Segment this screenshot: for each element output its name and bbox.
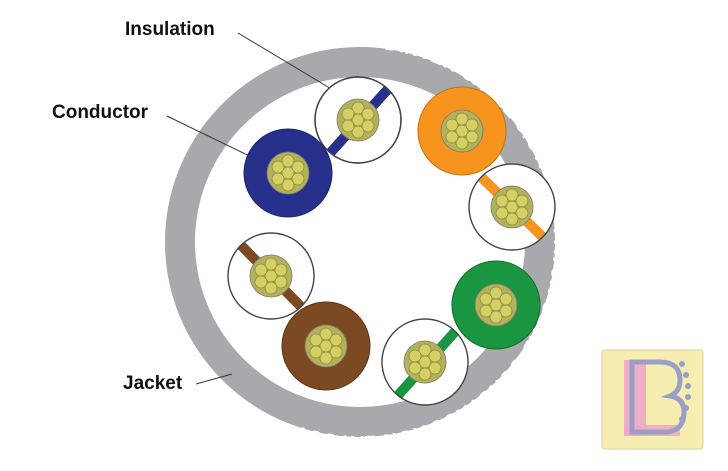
conductor-label: Conductor bbox=[52, 102, 149, 123]
jacket-label: Jacket bbox=[123, 373, 183, 394]
wire-white-orange bbox=[468, 163, 556, 251]
conductor-strands bbox=[403, 340, 447, 384]
conductor-strands bbox=[474, 283, 518, 327]
wire-white-blue bbox=[314, 76, 402, 164]
bl-logo bbox=[601, 349, 704, 450]
conductor-strands bbox=[440, 109, 484, 153]
wire-orange bbox=[417, 86, 507, 176]
wire-green bbox=[451, 260, 541, 350]
wire-white-green bbox=[381, 318, 469, 406]
jacket-ring bbox=[165, 47, 555, 437]
conductor-strands bbox=[490, 185, 534, 229]
conductor-strands bbox=[336, 98, 380, 142]
conductor-strands bbox=[266, 151, 310, 195]
conductor-strands bbox=[249, 254, 293, 298]
wire-white-brown bbox=[227, 232, 315, 320]
jacket-leader-line bbox=[195, 373, 233, 385]
wire-brown bbox=[281, 301, 371, 391]
insulation-leader-line bbox=[237, 32, 344, 97]
insulation-label: Insulation bbox=[125, 19, 215, 40]
wire-blue bbox=[243, 128, 333, 218]
conductor-strands bbox=[304, 324, 348, 368]
